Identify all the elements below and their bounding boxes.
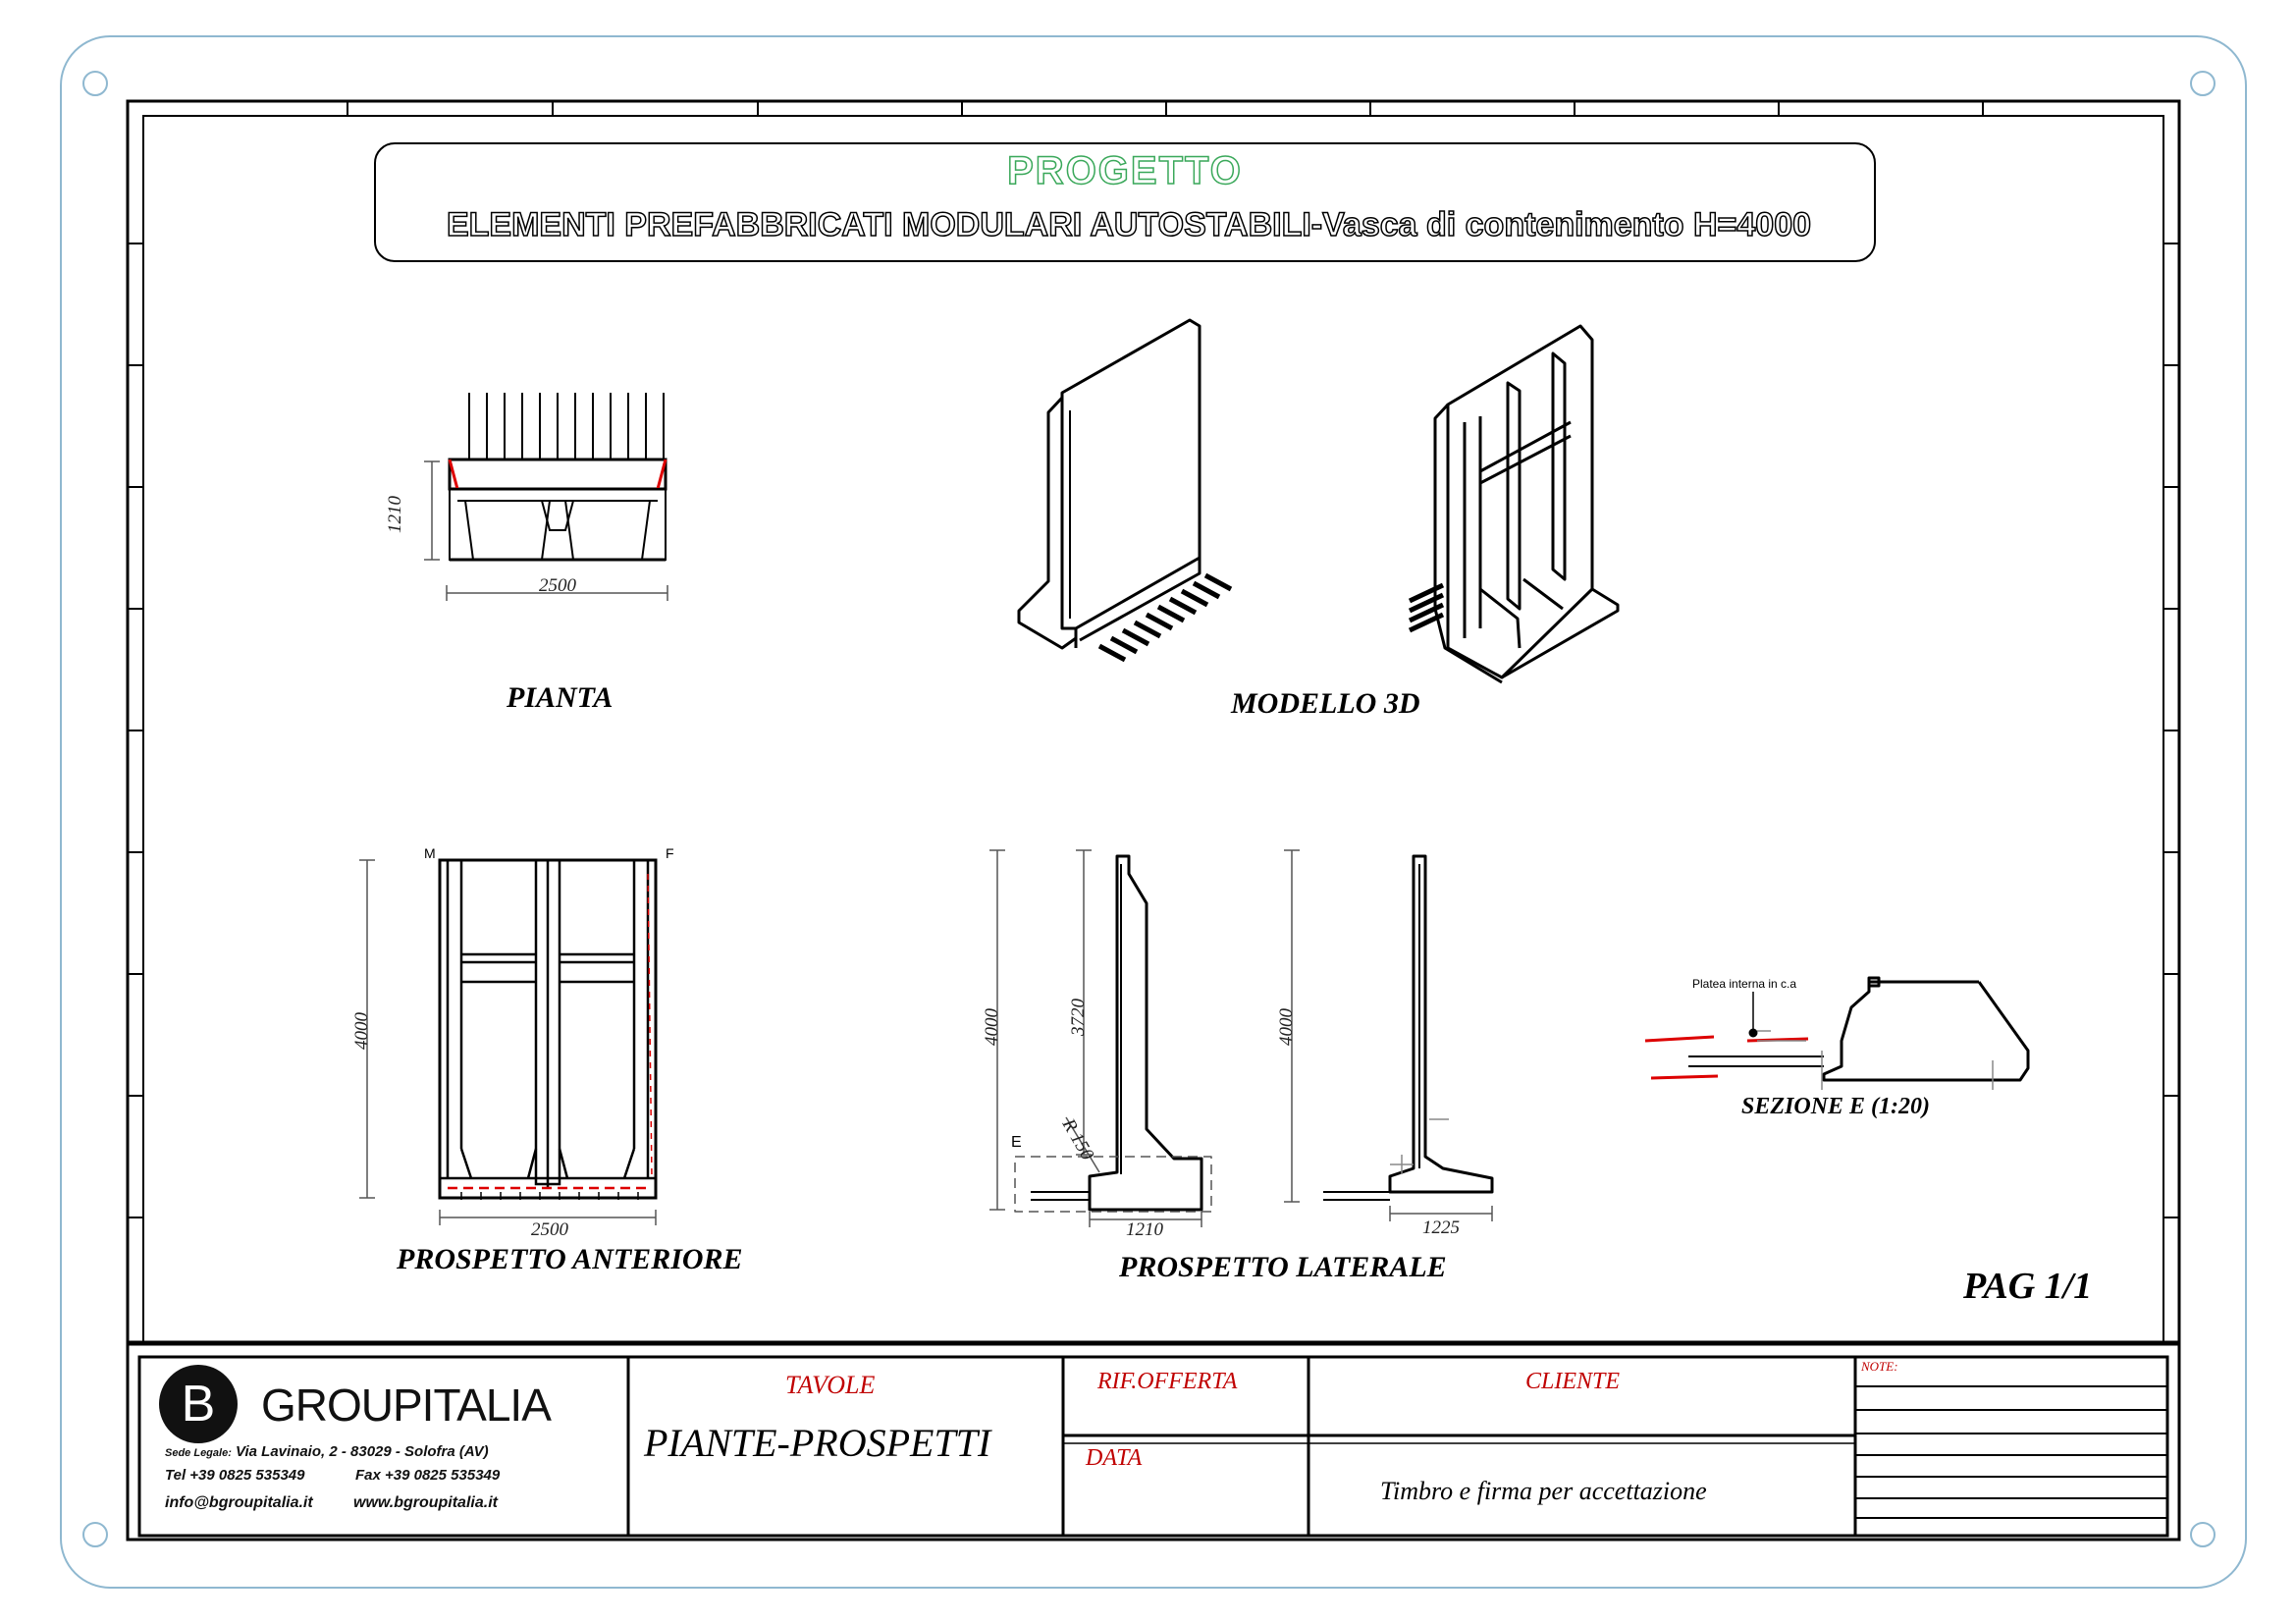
laterale-mark-e: E: [1011, 1134, 1022, 1151]
timbro-text: Timbro e firma per accettazione: [1380, 1477, 1707, 1505]
laterale-label: PROSPETTO LATERALE: [1119, 1251, 1447, 1283]
anteriore-dim-width: 2500: [531, 1219, 569, 1240]
corner-hole-tl: [82, 71, 108, 96]
tavole-value: PIANTE-PROSPETTI: [644, 1421, 991, 1465]
company-name: GROUPITALIA: [261, 1380, 552, 1431]
sezione-label: SEZIONE E (1:20): [1741, 1094, 1931, 1119]
laterale-dim-total-b: 4000: [1276, 1008, 1297, 1047]
title-block-grid: [128, 1340, 2179, 1538]
prospetto-laterale-b-drawing: [1284, 849, 1494, 1221]
rif-offerta-label: RIF.OFFERTA: [1097, 1369, 1238, 1394]
pianta-dim-width: 2500: [539, 575, 577, 596]
pianta-label: PIANTA: [507, 681, 614, 714]
company-fax: Fax +39 0825 535349: [355, 1467, 501, 1484]
anteriore-label: PROSPETTO ANTERIORE: [397, 1243, 743, 1275]
logo-circle: [159, 1365, 238, 1443]
corner-hole-br: [2190, 1522, 2216, 1547]
address-text: Via Lavinaio, 2 - 83029 - Solofra (AV): [236, 1443, 489, 1460]
laterale-dim-base-a: 1210: [1126, 1219, 1164, 1240]
laterale-dim-base-b: 1225: [1422, 1217, 1460, 1238]
sezione-e-drawing: [1644, 976, 2030, 1090]
cliente-label: CLIENTE: [1525, 1369, 1621, 1394]
note-label: NOTE:: [1861, 1359, 1898, 1374]
pianta-dim-height: 1210: [385, 496, 405, 534]
modello-3d-left: [1017, 318, 1233, 663]
prospetto-laterale-a-drawing: [989, 849, 1212, 1227]
modello-3d-right: [1408, 324, 1620, 684]
project-label: PROGETTO: [1006, 148, 1243, 193]
sheet-border: [126, 99, 2181, 1542]
modello-label: MODELLO 3D: [1231, 687, 1420, 720]
company-tel: Tel +39 0825 535349: [165, 1467, 305, 1484]
corner-hole-bl: [82, 1522, 108, 1547]
pianta-drawing: [424, 393, 668, 601]
project-title: ELEMENTI PREFABBRICATI MODULARI AUTOSTAB…: [446, 205, 1812, 244]
company-address: Sede Legale: Via Lavinaio, 2 - 83029 - S…: [165, 1443, 489, 1460]
corner-hole-tr: [2190, 71, 2216, 96]
anteriore-dim-height: 4000: [351, 1012, 372, 1051]
prospetto-anteriore-drawing: [359, 858, 658, 1225]
company-website: www.bgroupitalia.it: [353, 1494, 498, 1511]
outer-frame: [60, 35, 2247, 1589]
page-number: PAG 1/1: [1963, 1266, 2093, 1307]
sezione-note: Platea interna in c.a: [1692, 977, 1796, 991]
anteriore-mark-m: M: [424, 845, 436, 861]
anteriore-mark-f: F: [666, 845, 674, 861]
tavole-label: TAVOLE: [785, 1371, 876, 1399]
address-prefix: Sede Legale:: [165, 1447, 232, 1459]
title-banner: [374, 142, 1876, 262]
laterale-dim-wall: 3720: [1068, 999, 1089, 1038]
logo-letter: B: [181, 1376, 216, 1433]
company-email: info@bgroupitalia.it: [165, 1494, 313, 1511]
data-label: DATA: [1086, 1445, 1143, 1471]
laterale-dim-total: 4000: [982, 1008, 1002, 1047]
